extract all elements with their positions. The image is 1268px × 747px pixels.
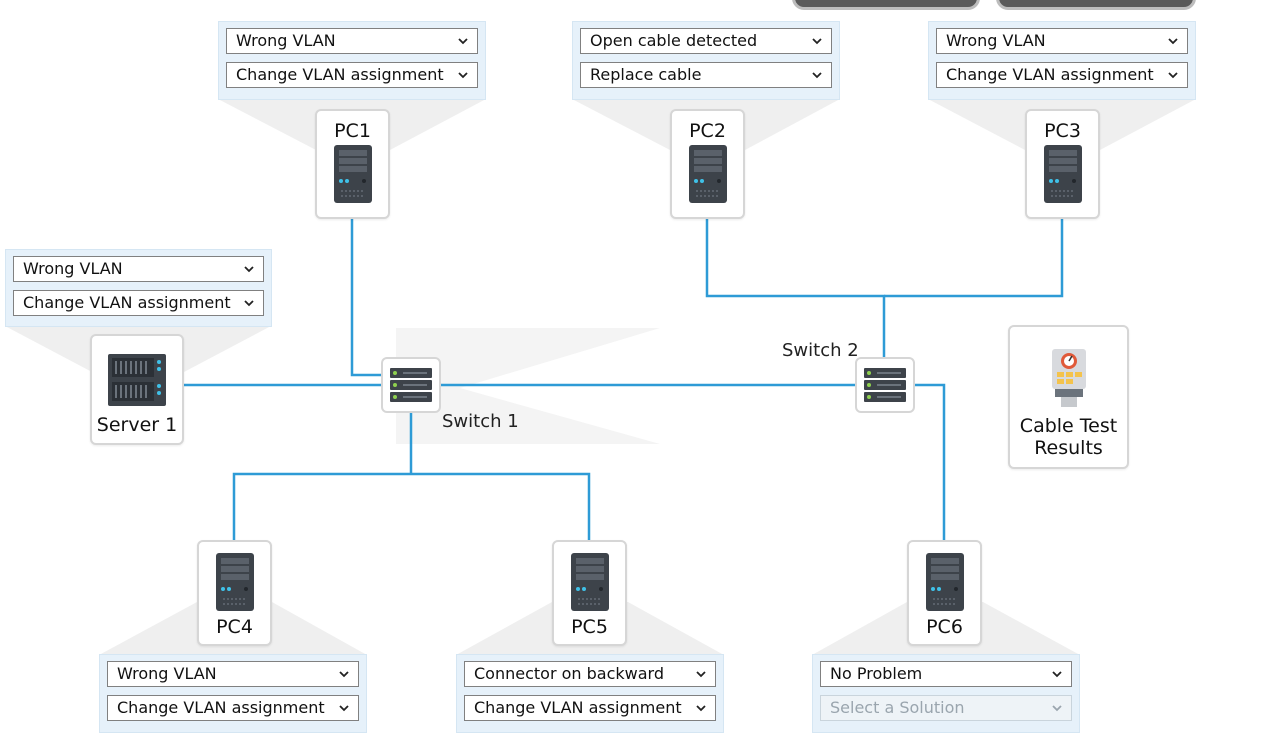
problem-dropdown-pc1[interactable]: Wrong VLAN: [226, 28, 478, 54]
solution-dropdown-pc1[interactable]: Change VLAN assignment: [226, 62, 478, 88]
tower-pc-icon: [1043, 145, 1082, 203]
chevron-down-icon: [812, 38, 822, 45]
callout-pc3: Wrong VLAN Change VLAN assignment: [928, 21, 1196, 100]
pc6-label: PC6: [926, 616, 963, 638]
problem-dropdown-server1[interactable]: Wrong VLAN: [13, 256, 264, 282]
background-arrow: [396, 328, 660, 444]
pc2-node[interactable]: PC2: [670, 109, 745, 219]
solution-dropdown-pc3[interactable]: Change VLAN assignment: [936, 62, 1188, 88]
pc6-node[interactable]: PC6: [907, 540, 982, 646]
cable-tester-icon: [1051, 349, 1086, 407]
tower-pc-icon: [333, 145, 372, 203]
chevron-down-icon: [812, 72, 822, 79]
callout-server1: Wrong VLAN Change VLAN assignment: [5, 249, 272, 327]
solution-dropdown-server1[interactable]: Change VLAN assignment: [13, 290, 264, 316]
tower-pc-icon: [570, 553, 609, 611]
switch1-node[interactable]: [381, 357, 441, 413]
problem-dropdown-pc4[interactable]: Wrong VLAN: [107, 661, 359, 687]
callout-pc6: No Problem Select a Solution: [812, 654, 1080, 733]
solution-value: Change VLAN assignment: [474, 698, 682, 717]
callout-pc5: Connector on backward Change VLAN assign…: [456, 654, 724, 733]
cable-test-label-1: Cable Test: [1019, 415, 1118, 437]
link-pc2-switch2: [705, 218, 886, 358]
solution-value: Change VLAN assignment: [117, 698, 325, 717]
link-switch1-pc5: [411, 472, 591, 541]
chevron-down-icon: [339, 705, 349, 712]
problem-value: Open cable detected: [590, 31, 758, 50]
chevron-down-icon: [1052, 705, 1062, 712]
problem-value: Wrong VLAN: [946, 31, 1046, 50]
chevron-down-icon: [696, 705, 706, 712]
network-switch-icon: [390, 368, 432, 402]
tower-pc-icon: [925, 553, 964, 611]
cable-test-results-button[interactable]: Cable Test Results: [1008, 325, 1129, 469]
cable-test-label-2: Results: [1034, 437, 1103, 459]
problem-value: Wrong VLAN: [117, 664, 217, 683]
solution-value: Select a Solution: [830, 698, 965, 717]
problem-value: Connector on backward: [474, 664, 664, 683]
problem-dropdown-pc5[interactable]: Connector on backward: [464, 661, 716, 687]
chevron-down-icon: [244, 300, 254, 307]
solution-value: Change VLAN assignment: [946, 65, 1154, 84]
pc4-label: PC4: [216, 616, 253, 638]
solution-dropdown-pc5[interactable]: Change VLAN assignment: [464, 695, 716, 721]
problem-value: Wrong VLAN: [23, 259, 123, 278]
solution-dropdown-pc6: Select a Solution: [820, 695, 1072, 721]
problem-value: No Problem: [830, 664, 923, 683]
chevron-down-icon: [244, 266, 254, 273]
pc5-node[interactable]: PC5: [552, 540, 627, 646]
problem-dropdown-pc2[interactable]: Open cable detected: [580, 28, 832, 54]
chevron-down-icon: [1052, 671, 1062, 678]
link-pc1-switch1: [350, 218, 382, 377]
switch1-label: Switch 1: [442, 411, 519, 432]
chevron-down-icon: [696, 671, 706, 678]
switch2-label: Switch 2: [782, 340, 859, 361]
callout-pc2: Open cable detected Replace cable: [572, 21, 840, 100]
server1-label: Server 1: [96, 414, 178, 436]
problem-value: Wrong VLAN: [236, 31, 336, 50]
chevron-down-icon: [458, 72, 468, 79]
solution-value: Replace cable: [590, 65, 702, 84]
tower-pc-icon: [215, 553, 254, 611]
solution-value: Change VLAN assignment: [236, 65, 444, 84]
pc1-label: PC1: [334, 120, 371, 142]
chevron-down-icon: [458, 38, 468, 45]
network-switch-icon: [864, 368, 906, 402]
chevron-down-icon: [339, 671, 349, 678]
link-switch2-pc6: [914, 383, 946, 541]
callout-pc1: Wrong VLAN Change VLAN assignment: [218, 21, 486, 100]
problem-dropdown-pc3[interactable]: Wrong VLAN: [936, 28, 1188, 54]
chevron-down-icon: [1168, 38, 1178, 45]
pc3-node[interactable]: PC3: [1025, 109, 1100, 219]
link-switch1-pc4: [232, 472, 411, 541]
problem-dropdown-pc6[interactable]: No Problem: [820, 661, 1072, 687]
chevron-down-icon: [1168, 72, 1178, 79]
solution-dropdown-pc4[interactable]: Change VLAN assignment: [107, 695, 359, 721]
tower-pc-icon: [688, 145, 727, 203]
server1-node[interactable]: Server 1: [90, 334, 184, 445]
link-pc3-switch2: [884, 218, 1064, 298]
pc2-label: PC2: [689, 120, 726, 142]
solution-value: Change VLAN assignment: [23, 293, 231, 312]
server-rack-icon: [108, 354, 166, 406]
callout-pc4: Wrong VLAN Change VLAN assignment: [99, 654, 367, 733]
switch2-node[interactable]: [855, 357, 915, 413]
solution-dropdown-pc2[interactable]: Replace cable: [580, 62, 832, 88]
pc5-label: PC5: [571, 616, 608, 638]
pc4-node[interactable]: PC4: [197, 540, 272, 646]
pc1-node[interactable]: PC1: [315, 109, 390, 219]
pc3-label: PC3: [1044, 120, 1081, 142]
